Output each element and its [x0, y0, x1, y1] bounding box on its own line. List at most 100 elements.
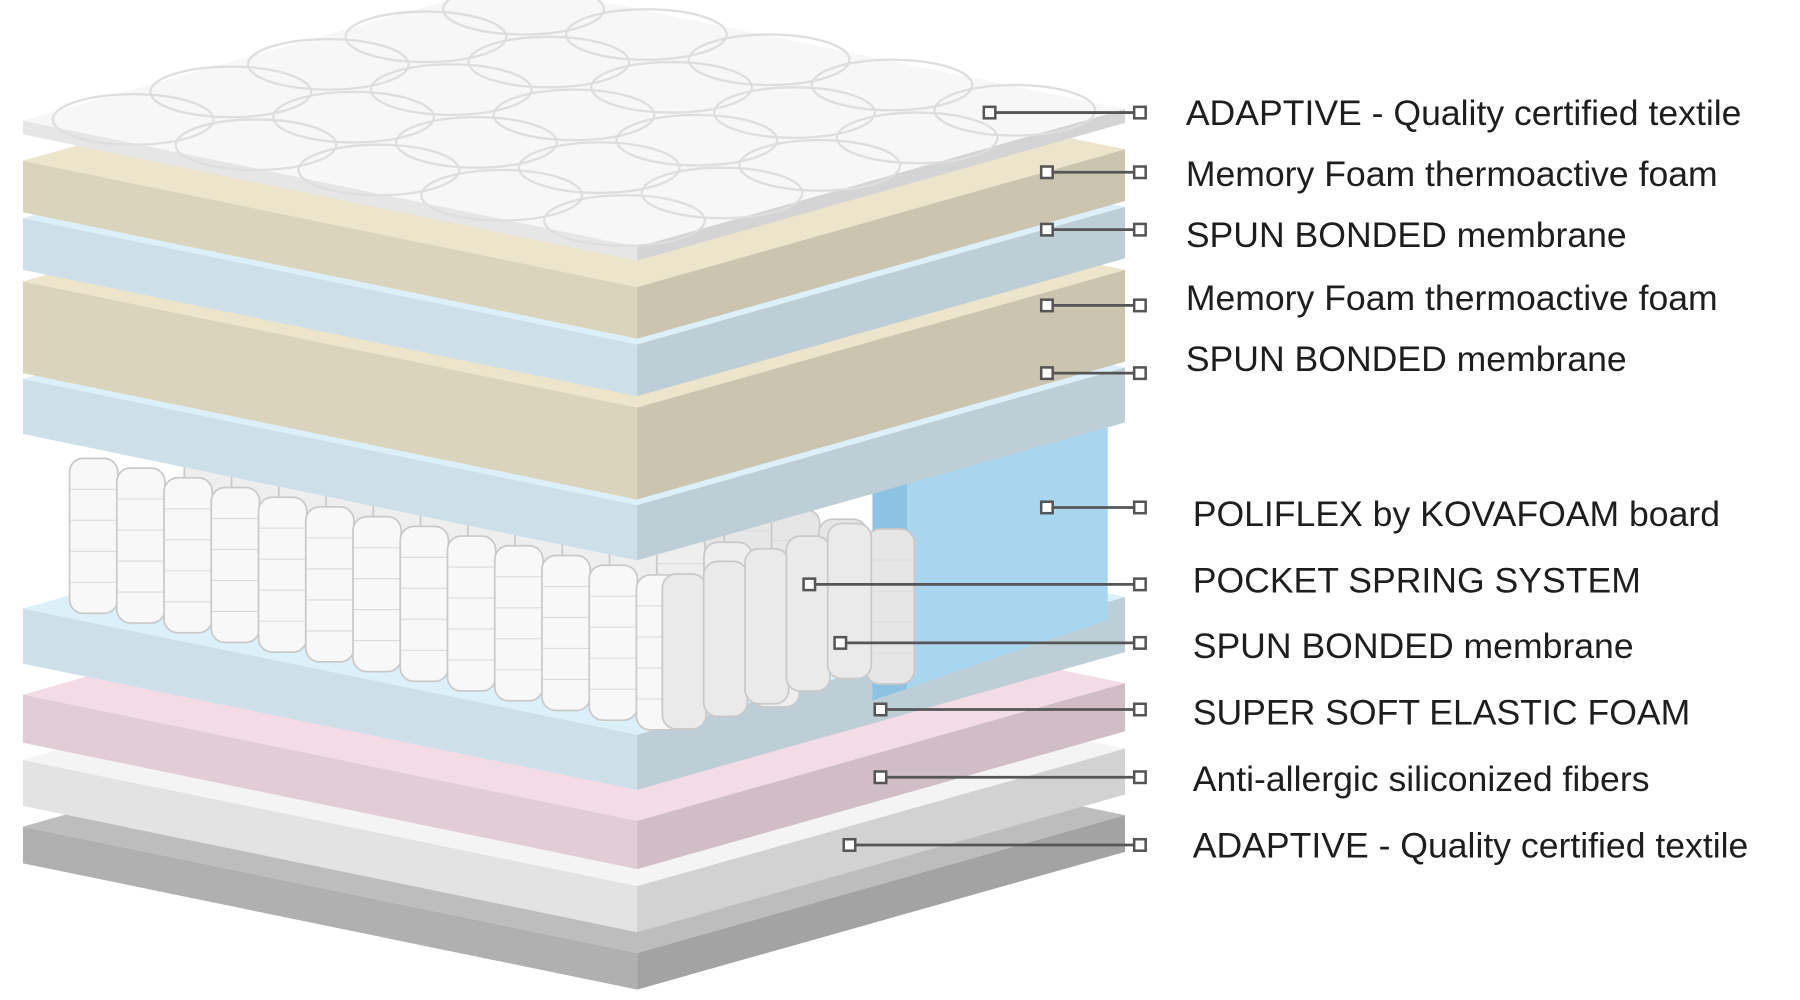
callout-label-4: Memory Foam thermoactive foam [1186, 278, 1718, 318]
quilt-cell [467, 35, 631, 89]
quilt-cell [492, 88, 656, 142]
spring-coil [352, 515, 403, 673]
callout-label-3: SPUN BONDED membrane [1186, 215, 1627, 255]
spring-coil [163, 476, 214, 634]
callout-label-2: Memory Foam thermoactive foam [1186, 154, 1718, 194]
leader-end-marker-icon [1132, 577, 1147, 592]
spring-coil [661, 573, 707, 730]
leader-start-marker-icon [873, 770, 888, 785]
spring-coil [826, 522, 873, 680]
leader-end-marker-icon [1132, 702, 1147, 717]
quilt-cell [564, 8, 728, 61]
callout-label-1: ADAPTIVE - Quality certified textile [1186, 93, 1742, 133]
quilt-cell [712, 86, 876, 139]
leader-start-marker-icon [802, 577, 817, 592]
callout-label-5: SPUN BONDED membrane [1186, 339, 1627, 379]
quilt-cell [149, 65, 313, 119]
leader-end-marker-icon [1132, 837, 1147, 852]
memory-foam-1-left-face [22, 160, 638, 339]
spring-coil [588, 564, 639, 722]
spring-coil [115, 467, 166, 624]
quilt-cell [687, 33, 851, 87]
mattress-illustration [22, 0, 1125, 990]
callout-list: ADAPTIVE - Quality certified textile Mem… [802, 93, 1749, 866]
quilt-cell [441, 0, 605, 36]
poliflex-board [872, 413, 1108, 701]
leader-start-marker-icon [982, 105, 997, 120]
callout-leader-6 [1039, 500, 1147, 515]
quilted-top-textile [22, 0, 1125, 261]
upper-membrane-2-left-face [22, 378, 638, 561]
spring-coil [744, 547, 790, 705]
elastic-foam-layer-left-face [22, 694, 638, 870]
upper-membrane-1-right-face [637, 206, 1125, 397]
bottom-textile-layer-right-face [637, 815, 1125, 990]
callout-label-9: SUPER SOFT ELASTIC FOAM [1193, 692, 1691, 732]
quilt-cell [344, 10, 508, 64]
leader-end-marker-icon [1132, 366, 1147, 381]
spring-coil [493, 544, 544, 702]
leader-end-marker-icon [1132, 222, 1147, 237]
fiber-layer-right-face [637, 748, 1125, 933]
spring-row-front [68, 457, 686, 731]
leader-end-marker-icon [1132, 165, 1147, 180]
spring-row-side [661, 522, 873, 730]
quilt-pattern [51, 0, 1097, 247]
spring-coil [541, 554, 592, 712]
callout-label-10: Anti-allergic siliconized fibers [1193, 759, 1650, 799]
leader-start-marker-icon [1039, 165, 1054, 180]
lower-membrane-layer-left-face [22, 608, 638, 790]
quilt-cell [246, 37, 410, 91]
leader-end-marker-icon [1132, 500, 1147, 515]
callout-leader-9 [873, 702, 1147, 717]
quilt-cell [420, 168, 584, 222]
callout-label-7: POCKET SPRING SYSTEM [1193, 560, 1641, 600]
leader-start-marker-icon [1039, 366, 1054, 381]
leader-end-marker-icon [1132, 105, 1147, 120]
callout-leader-4 [1039, 298, 1147, 313]
bottom-textile-layer-left-face [22, 826, 638, 990]
quilt-cell [590, 60, 754, 114]
spring-coil [68, 457, 119, 615]
spring-coil [446, 535, 497, 692]
callout-leader-5 [1039, 366, 1147, 381]
callout-leader-8 [833, 635, 1147, 650]
fiber-layer-left-face [22, 760, 638, 933]
upper-membrane-2-right-face [637, 367, 1125, 561]
leader-start-marker-icon [1039, 500, 1054, 515]
spring-coil [210, 486, 261, 644]
callout-leader-2 [1039, 165, 1147, 180]
quilt-cell [738, 138, 902, 192]
quilt-cell [174, 118, 338, 172]
quilt-cell [297, 143, 461, 197]
quilt-cell [640, 166, 804, 220]
memory-foam-2-left-face [22, 281, 638, 500]
callout-leader-10 [873, 770, 1147, 785]
callout-leader-11 [842, 837, 1147, 852]
quilted-top-textile-right-face [637, 109, 1125, 261]
quilt-cell [615, 113, 779, 167]
spring-coil [399, 525, 450, 683]
leader-start-marker-icon [842, 837, 857, 852]
leader-start-marker-icon [873, 702, 888, 717]
quilt-cell [542, 194, 706, 247]
quilt-cell [517, 141, 681, 195]
quilt-cell [394, 116, 558, 169]
quilt-cell [933, 83, 1097, 137]
quilt-cell [810, 58, 974, 112]
spring-coil [865, 528, 916, 685]
spring-coil [257, 496, 308, 654]
upper-membrane-1-left-face [22, 218, 638, 397]
quilt-cell [272, 90, 436, 144]
callout-leader-7 [802, 577, 1147, 592]
spring-coil [304, 506, 355, 663]
leader-start-marker-icon [833, 635, 848, 650]
memory-foam-1-right-face [637, 149, 1125, 339]
leader-end-marker-icon [1132, 770, 1147, 785]
callout-leader-3 [1039, 222, 1147, 237]
callout-label-6: POLIFLEX by KOVAFOAM board [1193, 494, 1720, 534]
callout-label-8: SPUN BONDED membrane [1193, 626, 1634, 666]
spring-coil [702, 560, 749, 718]
callout-label-11: ADAPTIVE - Quality certified textile [1193, 826, 1749, 866]
